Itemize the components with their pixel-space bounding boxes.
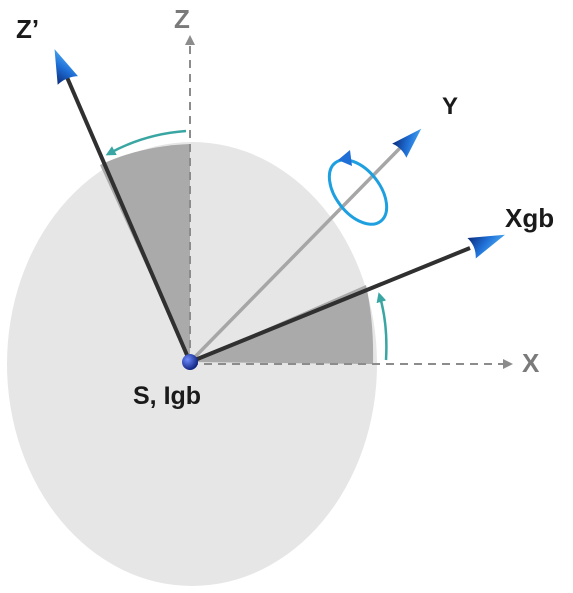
- xgb-axis-line: [189, 246, 471, 364]
- xgb-label: Xgb: [505, 203, 554, 233]
- origin-label: S, Igb: [133, 382, 201, 410]
- y-label: Y: [442, 93, 458, 120]
- origin-point: [182, 354, 198, 370]
- y-arrow-icon: [392, 128, 422, 158]
- z-rotation-arc: [105, 129, 187, 156]
- x-rotation-arc: [376, 292, 388, 361]
- z-prime-arrow-icon: [54, 49, 78, 85]
- y-axis-line: [188, 144, 404, 364]
- x-label: X: [522, 348, 540, 378]
- z-label: Z: [174, 4, 190, 34]
- xgb-arrow-icon: [467, 234, 505, 259]
- rotation-ring-icon: [327, 150, 389, 226]
- z-prime-label: Z’: [16, 14, 39, 44]
- z-prime-axis-line: [61, 67, 192, 363]
